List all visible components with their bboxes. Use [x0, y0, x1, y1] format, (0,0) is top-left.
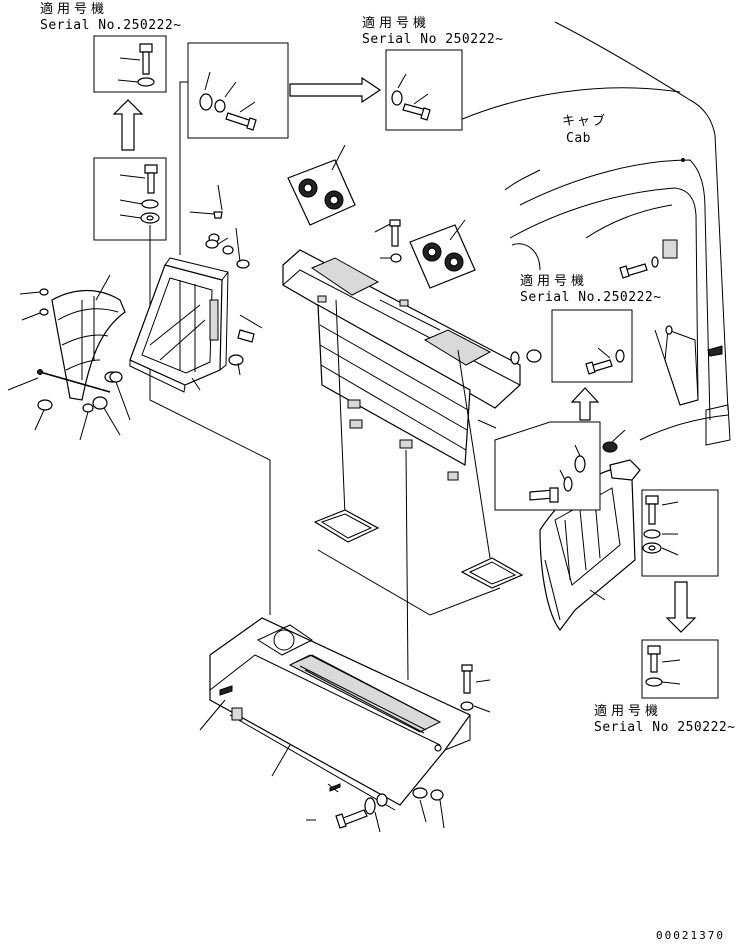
- arrow-up-left: [112, 99, 144, 151]
- cab-label-en: Cab: [566, 131, 591, 146]
- serial-label-top-left: Serial No.250222~: [40, 18, 182, 33]
- bottom-tray: [199, 617, 471, 811]
- serial-label-bottom-right: Serial No 250222~: [594, 720, 736, 735]
- applicable-model-label-bottom-right: 適用号機: [594, 704, 663, 719]
- cab-label-jp: キャブ: [562, 114, 608, 129]
- serial-box-top-right: [385, 49, 463, 131]
- louver-panel: [317, 299, 497, 681]
- arrow-up-right: [570, 387, 600, 421]
- serial-box-mid-right: [551, 309, 633, 383]
- applicable-model-label-mid-right: 適用号機: [520, 274, 589, 289]
- cab-side-bolt: [619, 256, 673, 335]
- serial-label-top-right: Serial No 250222~: [362, 32, 504, 47]
- applicable-model-label-top-left: 適用号機: [40, 2, 109, 17]
- left-side-cover: [7, 274, 131, 441]
- arrow-down-right: [665, 581, 697, 633]
- serial-box-top-left: [93, 35, 167, 93]
- bottom-tray-hardware: [306, 664, 491, 833]
- detail-box-left: [93, 157, 271, 615]
- detail-box-mid-right: [494, 421, 601, 511]
- cab-outline: [459, 21, 731, 446]
- drawing-number: 00021370: [656, 929, 725, 942]
- fan-unit-right: [409, 219, 476, 289]
- applicable-model-label-top-right: 適用号機: [362, 16, 431, 31]
- left-bracket-frame: [109, 184, 263, 393]
- seal-frames: [313, 509, 524, 616]
- detail-box-top-center: [179, 42, 289, 255]
- arrow-right-top: [289, 76, 382, 104]
- fan-unit-left: [287, 144, 356, 226]
- detail-box-right: [641, 489, 719, 577]
- serial-label-mid-right: Serial No.250222~: [520, 290, 662, 305]
- serial-box-bottom-right: [641, 639, 719, 699]
